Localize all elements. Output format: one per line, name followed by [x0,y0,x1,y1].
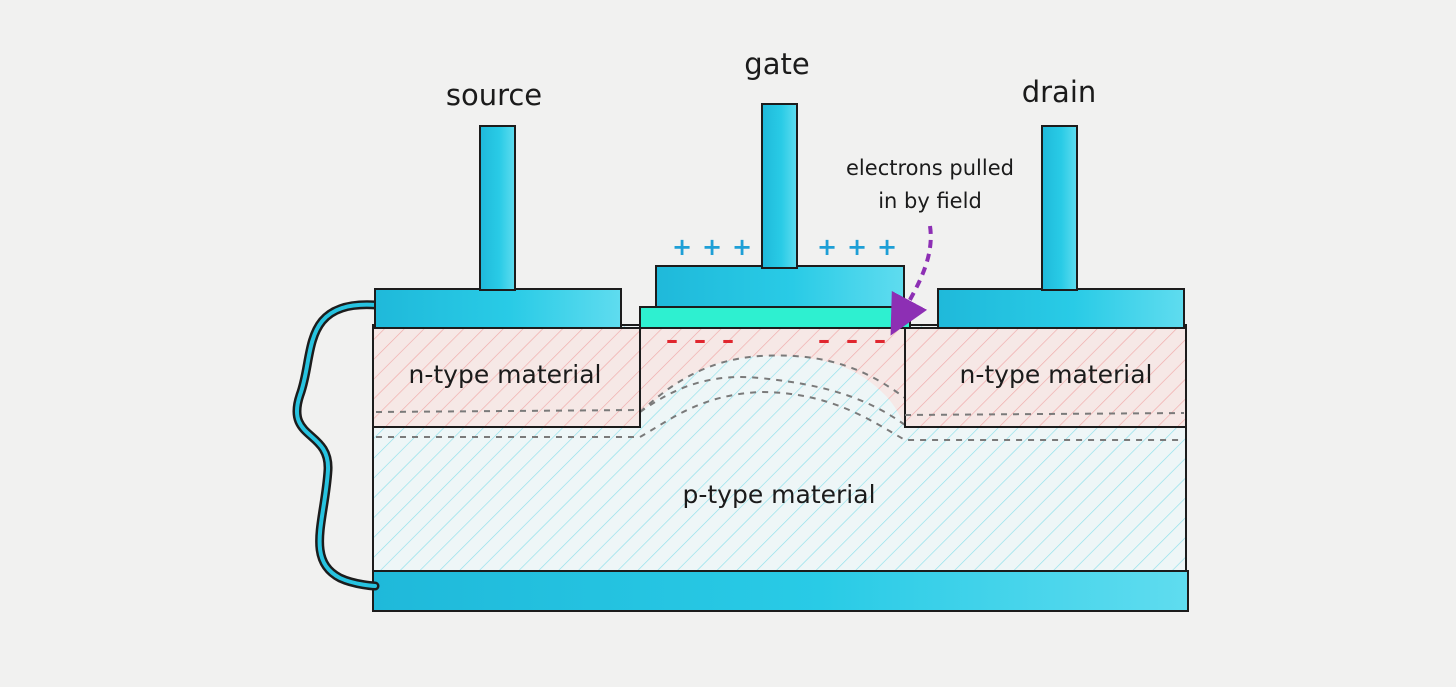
depletion-line-nwell-left [375,409,641,413]
minus-charge: – [694,326,706,354]
minus-charge: – [846,326,858,354]
plus-charge: + [877,233,897,261]
channel-boundary [639,376,906,426]
gate-electrode [655,265,905,308]
body-wire-inner [295,302,378,588]
drain-terminal [1041,125,1078,291]
source-terminal [479,125,516,291]
body-contact [372,570,1189,612]
plus-charge: + [672,233,692,261]
channel-region [640,328,905,425]
source-contact [374,288,622,329]
gate-positive-charges: + + + + + + [672,233,897,261]
annotation-arrow [890,225,933,336]
drain-contact [937,288,1185,329]
depletion-line-nwell-right [904,412,1185,416]
depletion-boundary-upper [639,354,906,413]
gate-terminal [761,103,798,269]
n-type-left-label: n-type material [408,360,601,389]
gate-oxide [639,306,911,329]
gate-label: gate [744,47,809,81]
n-type-right-label: n-type material [959,360,1152,389]
minus-charge: – [666,326,678,354]
annotation-line-1: electrons pulled [846,156,1014,180]
depletion-line-left [376,390,1184,441]
minus-charge: – [722,326,734,354]
plus-charge: + [732,233,752,261]
minus-charge: – [818,326,830,354]
plus-charge: + [847,233,867,261]
p-type-label: p-type material [682,480,875,509]
drain-label: drain [1022,75,1097,109]
annotation-line-2: in by field [878,189,982,213]
source-label: source [446,78,542,112]
plus-charge: + [702,233,722,261]
channel-negative-charges: – – – – – – [666,326,886,354]
minus-charge: – [874,326,886,354]
plus-charge: + [817,233,837,261]
